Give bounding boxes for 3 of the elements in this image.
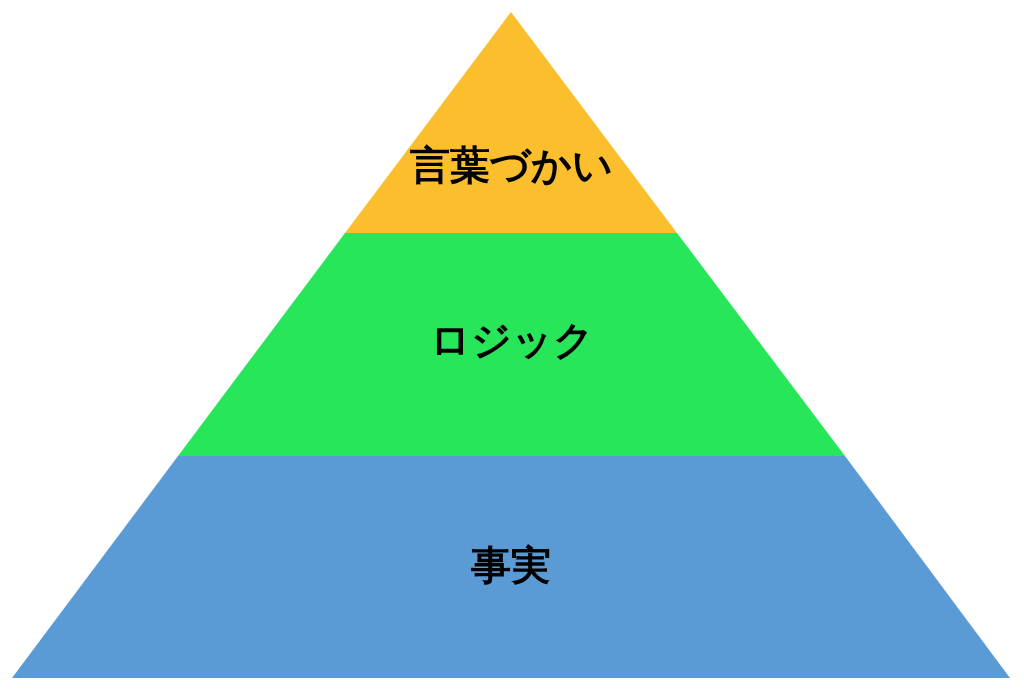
tier-label: 言葉づかい [409,141,613,189]
tier-label: ロジック [429,316,594,364]
tier-label: 事実 [471,541,551,589]
